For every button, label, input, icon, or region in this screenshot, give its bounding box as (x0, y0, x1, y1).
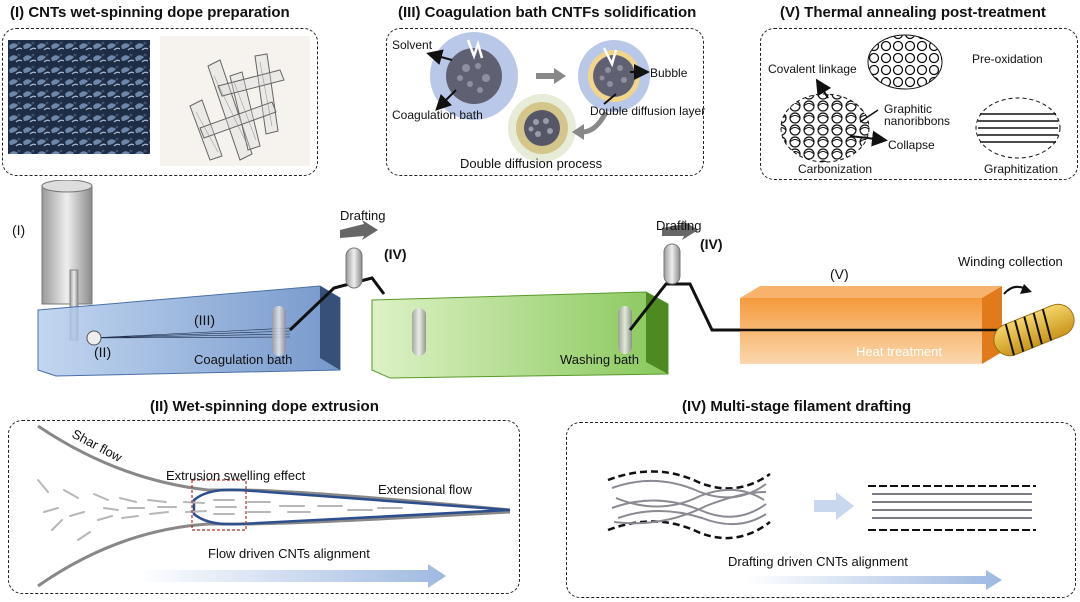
process-label-iv-2: (IV) (700, 236, 723, 252)
panel-4-title: (IV) Multi-stage filament drafting (682, 398, 912, 415)
panel-3-box (386, 28, 704, 176)
process-label-iv-1: (IV) (384, 246, 407, 262)
bubble-label: Bubble (650, 66, 688, 80)
flow-alignment-label: Flow driven CNTs alignment (208, 546, 370, 561)
process-label-iii: (III) (194, 312, 215, 328)
coag-bath-process-label: Coagulation bath (194, 352, 293, 367)
heat-treatment-label: Heat treatment (856, 344, 942, 359)
graphitic-label: Graphitic (884, 102, 933, 116)
drafting-1-label: Drafting (340, 208, 386, 223)
panel-3-title: (III) Coagulation bath CNTFs solidificat… (398, 4, 697, 21)
coag-bath-label: Coagulation bath (392, 108, 483, 122)
double-diffusion-process-label: Double diffusion process (460, 156, 603, 171)
panel-4-box (566, 422, 1076, 598)
panel-2-box (8, 420, 520, 594)
cnt-tubes-illustration (160, 36, 310, 166)
swelling-label: Extrusion swelling effect (166, 468, 306, 483)
collapse-label: Collapse (888, 138, 935, 152)
extensional-label: Extensional flow (378, 482, 472, 497)
extrusion-diagram (37, 424, 511, 588)
preox-label: Pre-oxidation (972, 52, 1043, 66)
process-label-v: (V) (830, 266, 849, 282)
drafting-diagram (607, 470, 1036, 590)
double-layer-label: Double diffusion layer (590, 104, 706, 118)
panel-1-box (2, 28, 318, 176)
process-label-ii: (II) (94, 344, 112, 360)
graphitization-label: Graphitization (984, 162, 1059, 176)
panel-2-title: (II) Wet-spinning dope extrusion (150, 398, 379, 415)
coagulation-diagram (426, 32, 650, 162)
panel-5-title: (V) Thermal annealing post-treatment (780, 4, 1046, 21)
drafting-alignment-label: Drafting driven CNTs alignment (728, 554, 908, 569)
solvent-label: Solvent (392, 38, 433, 52)
covalent-label: Covalent linkage (768, 62, 857, 76)
process-label-i: (I) (12, 222, 26, 238)
annealing-diagram (780, 34, 1061, 163)
panel-1-title: (I) CNTs wet-spinning dope preparation (10, 4, 290, 21)
process-line-diagram (37, 180, 1075, 379)
washing-bath-label: Washing bath (560, 352, 640, 367)
nanoribbons-label: nanoribbons (884, 114, 951, 128)
drafting-2-label: Drafting (656, 218, 702, 233)
winding-label: Winding collection (958, 254, 1063, 269)
carbonization-label: Carbonization (798, 162, 873, 176)
panel-5-box (760, 28, 1078, 180)
cnt-powder-photo (8, 40, 150, 154)
